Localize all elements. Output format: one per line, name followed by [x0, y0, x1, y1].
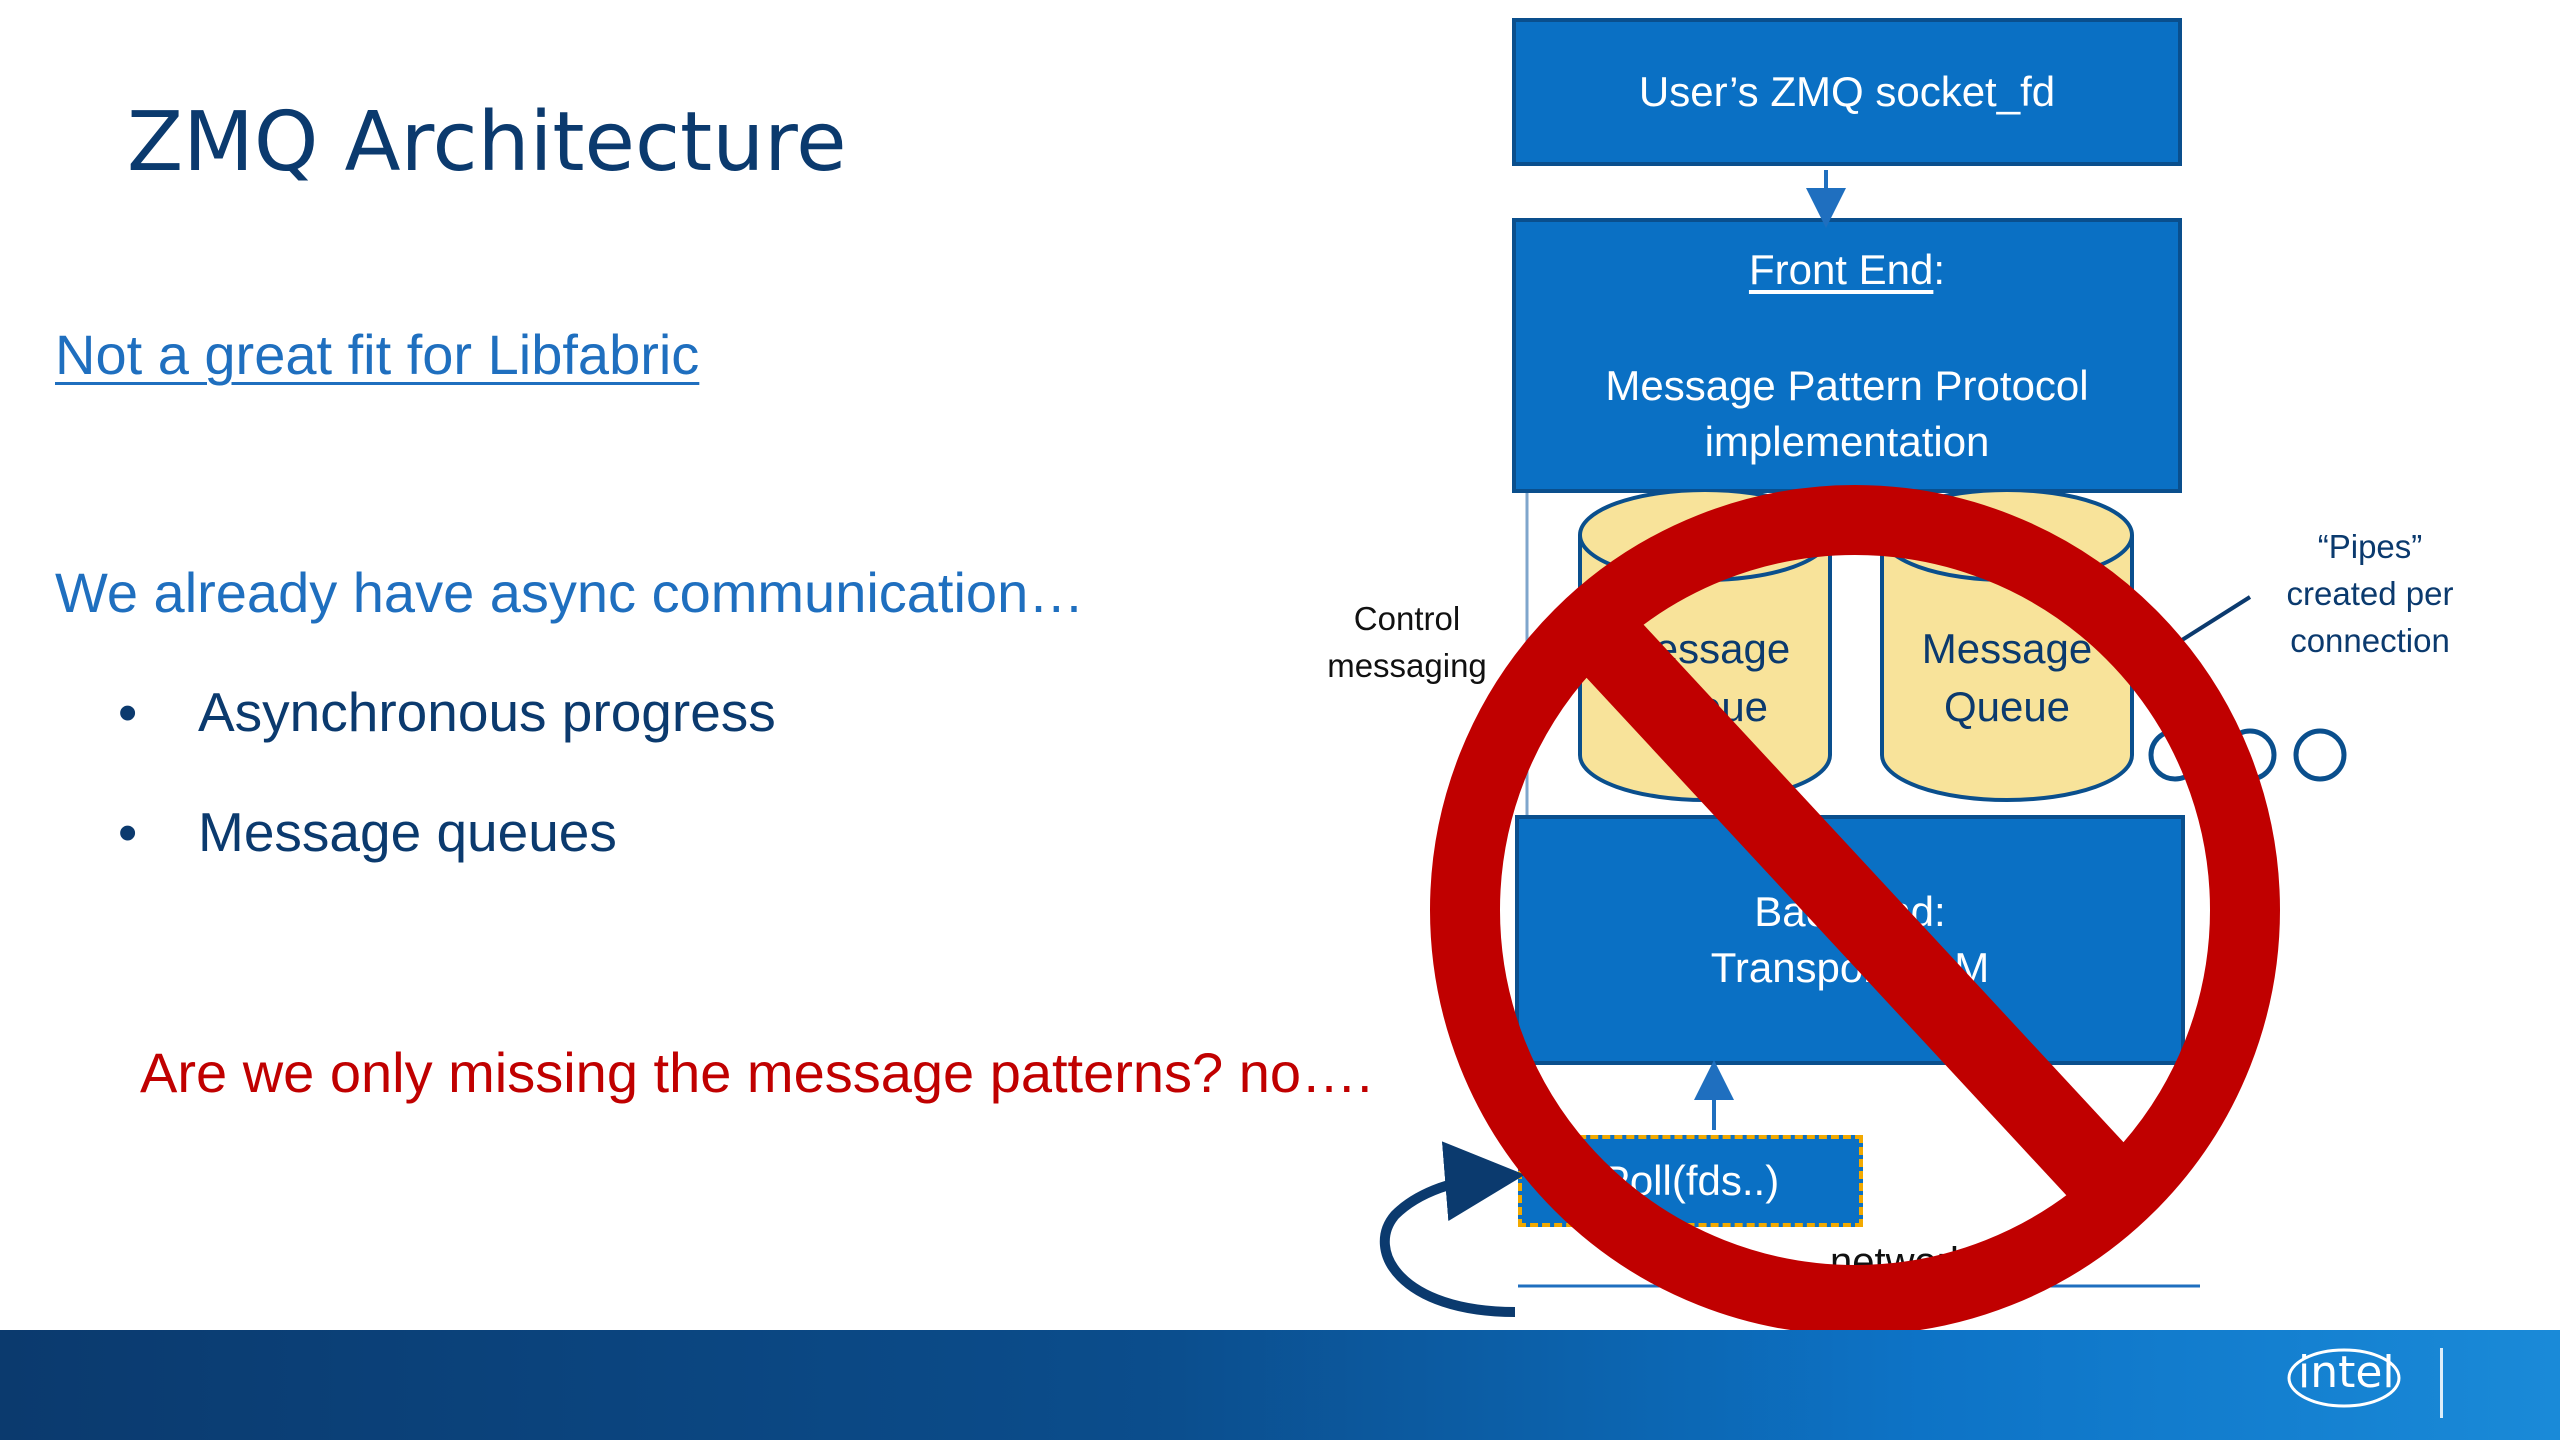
front-end-line2: implementation — [1704, 417, 1990, 465]
footer-divider — [2440, 1348, 2443, 1418]
pipes-label: “Pipes” created per connection — [2270, 523, 2470, 664]
intel-logo-text: intel — [2298, 1347, 2395, 1398]
footer-bar — [0, 1330, 2560, 1440]
right-queue-label: Message Queue — [1882, 620, 2132, 736]
front-end-heading: Front End: — [1749, 242, 1945, 298]
async-subheading: We already have async communication… — [55, 561, 1085, 624]
control-line1: Control — [1353, 600, 1461, 637]
control-messaging-label: Control messaging — [1318, 595, 1496, 689]
pipes-line2: created per — [2286, 575, 2454, 612]
front-end-box: Front End: Message Pattern Protocol impl… — [1512, 218, 2182, 493]
poll-loop-arrow — [1379, 1141, 1525, 1317]
libfabric-link[interactable]: Not a great fit for Libfabric — [55, 323, 700, 386]
front-end-line1: Message Pattern Protocol — [1605, 361, 2089, 409]
slide-title: ZMQ Architecture — [127, 95, 847, 190]
bullet-dot: • — [118, 801, 138, 863]
control-line2: messaging — [1327, 647, 1487, 684]
intel-logo-swoosh-icon — [2287, 1348, 2401, 1408]
pipes-pointer-line — [2180, 595, 2252, 642]
bullet-dot: • — [118, 681, 138, 743]
bullet-text: Message queues — [198, 801, 617, 863]
pipes-line1: “Pipes” — [2317, 528, 2423, 565]
right-queue-line2: Queue — [1943, 683, 2071, 730]
front-end-colon: : — [1933, 245, 1946, 293]
intel-logo: intel — [2287, 1347, 2401, 1408]
pipes-line3: connection — [2290, 622, 2450, 659]
no-sign-icon — [1430, 485, 2280, 1335]
socket-fd-label: User’s ZMQ socket_fd — [1638, 68, 2056, 115]
pipe-circle — [2293, 728, 2347, 782]
missing-patterns-question: Are we only missing the message patterns… — [140, 1041, 1373, 1104]
front-end-title: Front End — [1748, 245, 1934, 293]
right-queue-line1: Message — [1921, 625, 2093, 672]
bullet-text: Asynchronous progress — [198, 681, 776, 743]
socket-fd-box: User’s ZMQ socket_fd — [1512, 18, 2182, 166]
